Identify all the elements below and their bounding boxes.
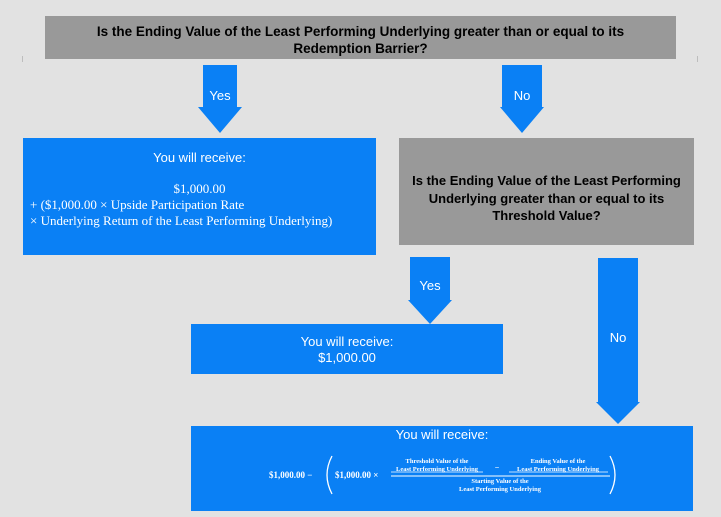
formula-left-paren bbox=[326, 455, 333, 495]
question-redemption-barrier: Is the Ending Value of the Least Perform… bbox=[45, 16, 676, 59]
receive-box-principal: You will receive: $1,000.00 bbox=[191, 324, 503, 374]
receive-1-line-1: $1,000.00 bbox=[173, 181, 226, 196]
receive-heading-1: You will receive: bbox=[153, 150, 246, 165]
formula-den-1: Starting Value of the bbox=[471, 478, 528, 485]
receive-1-line-3: × Underlying Return of the Least Perform… bbox=[30, 213, 333, 228]
formula-num-left-2: Least Performing Underlying bbox=[396, 466, 479, 473]
no-label-1: No bbox=[513, 88, 531, 103]
no-arrow-1: No bbox=[500, 65, 544, 133]
receive-2-amount: $1,000.00 bbox=[318, 350, 376, 365]
formula-num-right-2: Least Performing Underlying bbox=[517, 466, 600, 473]
formula-den-2: Least Performing Underlying bbox=[459, 486, 542, 493]
yes-arrow-1-shape bbox=[198, 65, 242, 133]
no-arrow-2-shape bbox=[596, 258, 640, 424]
question-threshold-value: Is the Ending Value of the Least Perform… bbox=[399, 138, 694, 245]
receive-heading-3: You will receive: bbox=[395, 427, 489, 442]
right-tick bbox=[697, 56, 698, 62]
no-arrow-1-shape bbox=[500, 65, 544, 133]
formula-minus: − bbox=[495, 463, 500, 472]
formula-base: $1,000.00 − bbox=[269, 470, 312, 480]
formula-right-paren bbox=[609, 455, 616, 495]
formula-multiplier: $1,000.00 × bbox=[335, 470, 378, 480]
yes-arrow-2: Yes bbox=[408, 257, 452, 324]
receive-heading-2: You will receive: bbox=[300, 334, 394, 349]
yes-arrow-1: Yes bbox=[198, 65, 242, 133]
receive-1-line-2: + ($1,000.00 × Upside Participation Rate bbox=[30, 197, 245, 212]
question-2-text: Is the Ending Value of the Least Perform… bbox=[412, 173, 681, 223]
left-tick bbox=[22, 56, 23, 62]
no-arrow-2: No bbox=[596, 258, 640, 424]
no-label-2: No bbox=[609, 330, 627, 345]
formula-num-left-1: Threshold Value of the bbox=[406, 458, 469, 465]
question-1-text: Is the Ending Value of the Least Perform… bbox=[96, 24, 625, 56]
formula-num-right-1: Ending Value of the bbox=[531, 458, 586, 465]
loss-formula: $1,000.00 − $1,000.00 × Threshold Value … bbox=[269, 455, 616, 495]
yes-label-2: Yes bbox=[419, 278, 441, 293]
yes-arrow-2-shape bbox=[408, 257, 452, 324]
receive-box-loss: You will receive: $1,000.00 − $1,000.00 … bbox=[191, 426, 693, 511]
receive-box-upside: You will receive: $1,000.00 + ($1,000.00… bbox=[23, 138, 376, 255]
yes-label-1: Yes bbox=[209, 88, 231, 103]
